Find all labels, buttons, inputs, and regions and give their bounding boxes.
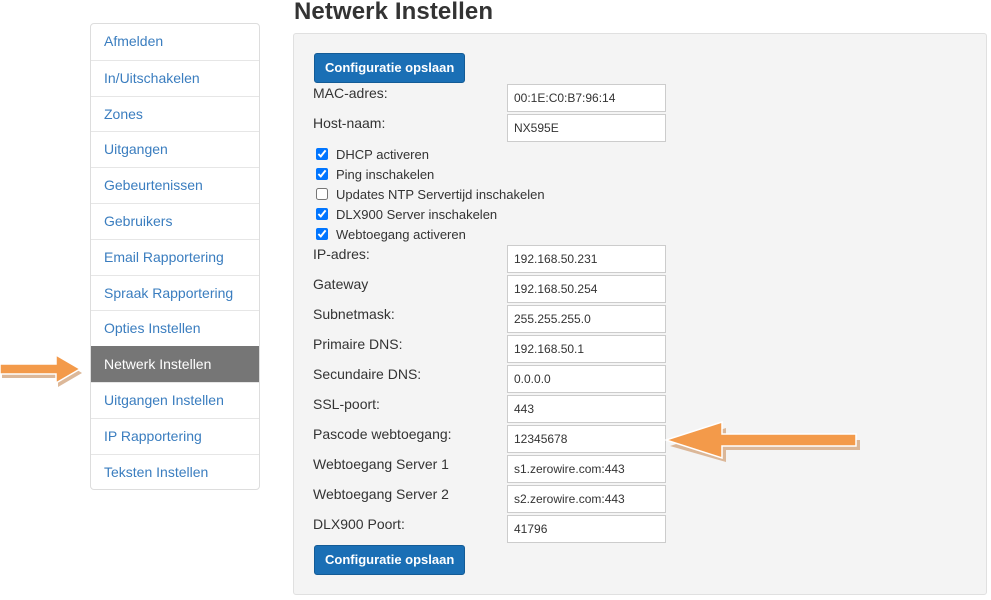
ping-label: Ping inschakelen — [336, 166, 435, 182]
web-label: Webtoegang activeren — [336, 226, 466, 242]
left-arrow-icon — [663, 420, 860, 462]
web-check-row[interactable]: Webtoegang activeren — [316, 225, 466, 243]
server2-label: Webtoegang Server 2 — [313, 486, 449, 502]
server1-field[interactable] — [507, 455, 666, 483]
secondary-dns-field[interactable] — [507, 365, 666, 393]
subnet-field[interactable] — [507, 305, 666, 333]
ssl-port-field[interactable] — [507, 395, 666, 423]
dlx-port-field[interactable] — [507, 515, 666, 543]
sidebar-item-zones[interactable]: Zones — [91, 95, 259, 132]
mac-field[interactable] — [507, 84, 666, 112]
dlx-checkbox[interactable] — [316, 208, 328, 220]
dhcp-check-row[interactable]: DHCP activeren — [316, 145, 429, 163]
sidebar-item-teksten-instellen[interactable]: Teksten Instellen — [91, 453, 259, 490]
sidebar-item-opties-instellen[interactable]: Opties Instellen — [91, 310, 259, 346]
server1-label: Webtoegang Server 1 — [313, 456, 449, 472]
secondary-dns-label: Secundaire DNS: — [313, 366, 422, 382]
dlx-check-row[interactable]: DLX900 Server inschakelen — [316, 205, 497, 223]
pascode-field[interactable] — [507, 425, 666, 453]
dhcp-checkbox[interactable] — [316, 148, 328, 160]
subnet-label: Subnetmask: — [313, 306, 395, 322]
save-config-button-bottom[interactable]: Configuratie opslaan — [314, 545, 466, 575]
web-checkbox[interactable] — [316, 228, 328, 240]
sidebar-item-spraak-rapportering[interactable]: Spraak Rapportering — [91, 274, 259, 311]
pascode-label: Pascode webtoegang: — [313, 426, 452, 442]
ping-checkbox[interactable] — [316, 168, 328, 180]
ip-label: IP-adres: — [313, 246, 370, 262]
dlx-port-label: DLX900 Poort: — [313, 516, 405, 532]
sidebar-item-email-rapportering[interactable]: Email Rapportering — [91, 238, 259, 275]
ssl-port-label: SSL-poort: — [313, 396, 380, 412]
mac-label: MAC-adres: — [313, 85, 388, 101]
host-field[interactable] — [507, 114, 666, 142]
ping-check-row[interactable]: Ping inschakelen — [316, 165, 434, 183]
ntp-label: Updates NTP Servertijd inschakelen — [336, 186, 545, 202]
primary-dns-field[interactable] — [507, 335, 666, 363]
sidebar-item-uitgangen[interactable]: Uitgangen — [91, 131, 259, 167]
ip-field[interactable] — [507, 245, 666, 273]
sidebar-item-gebruikers[interactable]: Gebruikers — [91, 202, 259, 239]
ntp-checkbox[interactable] — [316, 188, 328, 200]
sidebar-item-afmelden[interactable]: Afmelden — [104, 33, 164, 49]
host-label: Host-naam: — [313, 115, 386, 131]
primary-dns-label: Primaire DNS: — [313, 336, 403, 352]
ntp-check-row[interactable]: Updates NTP Servertijd inschakelen — [316, 185, 545, 203]
sidebar-item-gebeurtenissen[interactable]: Gebeurtenissen — [91, 167, 259, 203]
dlx-label: DLX900 Server inschakelen — [336, 206, 498, 222]
gateway-label: Gateway — [313, 276, 369, 292]
page-title: Netwerk Instellen — [294, 0, 494, 25]
sidebar-item-in-uitschakelen[interactable]: In/Uitschakelen — [91, 59, 259, 96]
save-config-button-top[interactable]: Configuratie opslaan — [314, 53, 466, 83]
network-settings-panel: Configuratie opslaan MAC-adres: Host-naa… — [293, 33, 987, 595]
right-arrow-icon — [0, 353, 82, 387]
server2-field[interactable] — [507, 485, 666, 513]
sidebar-item-ip-rapportering[interactable]: IP Rapportering — [91, 417, 259, 454]
sidebar-menu: Afmelden In/Uitschakelen Zones Uitgangen… — [90, 23, 260, 491]
gateway-field[interactable] — [507, 275, 666, 303]
dhcp-label: DHCP activeren — [336, 146, 429, 162]
sidebar-item-uitgangen-instellen[interactable]: Uitgangen Instellen — [91, 381, 259, 418]
sidebar-item-netwerk-instellen[interactable]: Netwerk Instellen — [91, 346, 259, 382]
